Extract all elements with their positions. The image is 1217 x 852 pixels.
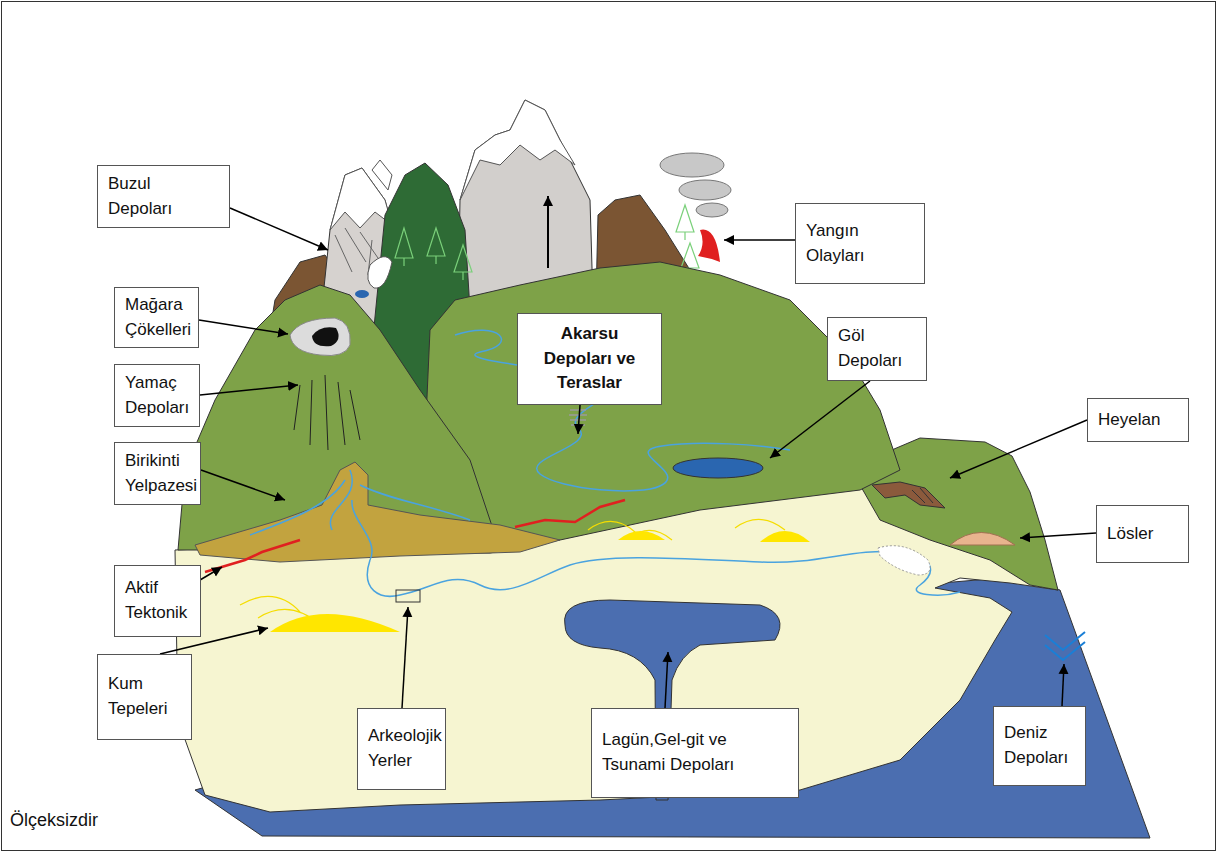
callout-text: Heyelan (1098, 408, 1178, 433)
callout-text: Yamaç Depoları (125, 371, 189, 420)
callout-text: Arkeolojik Yerler (368, 724, 435, 773)
callout-text: Göl Depoları (838, 324, 916, 373)
callout-box: Arkeolojik Yerler (357, 708, 446, 790)
callout-box: Aktif Tektonik (114, 565, 201, 637)
lake (673, 458, 763, 478)
callout-box: Birikinti Yelpazesi (114, 442, 201, 505)
callout-text: Mağara Çökelleri (125, 293, 188, 342)
glacier-lake (355, 290, 369, 298)
callout-text: Aktif Tektonik (125, 576, 190, 625)
loess (950, 533, 1015, 546)
note-label: Ölçeksizdir (10, 810, 98, 831)
callout-box: Deniz Depoları (993, 706, 1086, 786)
fault-line (205, 540, 300, 572)
callout-text: Akarsu Depoları ve Teraslar (528, 322, 651, 396)
slope-lines (294, 375, 360, 450)
callout-box: Mağara Çökelleri (114, 287, 199, 348)
callout-box: Göl Depoları (827, 317, 927, 381)
callout-text: Yangın Olayları (806, 219, 914, 268)
dotted-deposit (878, 546, 930, 575)
callout-text: Deniz Depoları (1004, 721, 1075, 770)
snow-cap (460, 100, 575, 200)
uplift-arrow (547, 196, 549, 268)
marine-symbol (1045, 632, 1085, 660)
callout-box: Yamaç Depoları (114, 364, 200, 427)
leader-arrows (160, 208, 1096, 708)
hill (420, 262, 900, 553)
terrace (569, 410, 587, 425)
cave (290, 318, 350, 356)
callout-box: Buzul Depoları (97, 165, 230, 228)
snow-cap (372, 160, 392, 190)
callout-text: Birikinti Yelpazesi (125, 449, 190, 498)
cave-opening (312, 327, 339, 346)
glacier (368, 257, 392, 288)
fault-line (515, 500, 625, 527)
callout-box: Yangın Olayları (795, 203, 925, 284)
callout-box: Lagün,Gel-git ve Tsunami Depoları (591, 708, 799, 798)
landslide (872, 482, 945, 508)
smoke (660, 153, 724, 177)
callout-text: Lösler (1107, 522, 1178, 547)
landslide-lines (912, 488, 933, 503)
callout-box: Kum Tepeleri (97, 654, 192, 740)
callout-box: Lösler (1096, 505, 1189, 563)
callout-text: Kum Tepeleri (108, 672, 181, 721)
callout-text: Buzul Depoları (108, 172, 219, 221)
callout-box: Heyelan (1087, 398, 1189, 442)
smoke (679, 180, 731, 200)
callout-box: Akarsu Depoları ve Teraslar (517, 313, 662, 405)
smoke (696, 203, 728, 217)
archaeological-site (396, 590, 420, 602)
fire (698, 230, 720, 262)
alluvial-fan (195, 462, 560, 562)
callout-text: Lagün,Gel-git ve Tsunami Depoları (602, 728, 788, 777)
